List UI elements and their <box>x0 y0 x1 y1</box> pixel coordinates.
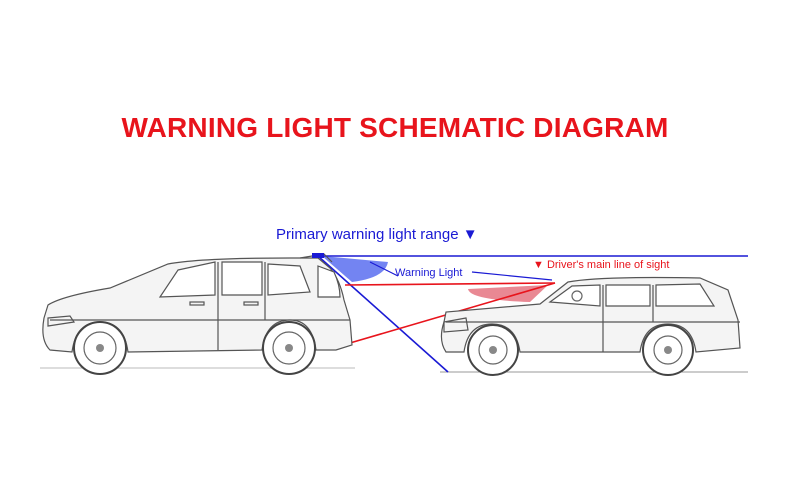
warning-light-pointer <box>369 261 399 277</box>
range-line-diagonal <box>317 255 449 373</box>
warning-light-icon <box>312 253 324 258</box>
diagram-title: WARNING LIGHT SCHEMATIC DIAGRAM <box>121 112 669 143</box>
driver-sight-area <box>468 285 548 302</box>
drivers-sight-label: ▼ Driver's main line of sight <box>533 259 670 271</box>
wagon-vehicle <box>440 276 741 376</box>
sight-line-upper <box>344 282 556 286</box>
primary-range-label: Primary warning light range ▼ <box>276 226 478 243</box>
suv-vehicle <box>42 253 353 375</box>
warning-light-label: Warning Light <box>395 267 463 279</box>
